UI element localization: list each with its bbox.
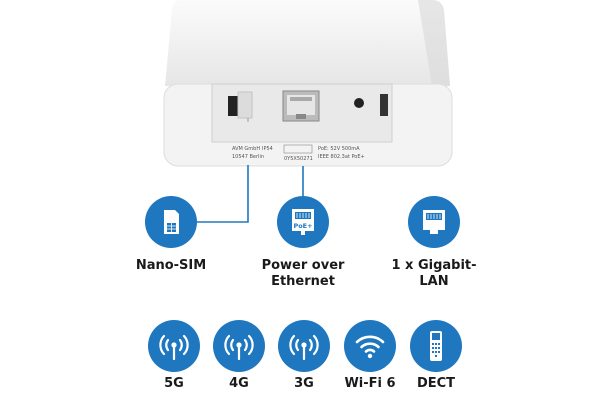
feature-label-4g: 4G [229,376,249,391]
sim-slot [228,96,238,116]
reset-button [354,98,364,108]
cordless-phone-icon [410,320,462,372]
feature-label-3g: 3G [294,376,314,391]
feature-label-dect: DECT [416,376,456,391]
sim-connector-line [193,165,249,223]
label-ieee: IEEE 802.3at PoE+ [318,154,365,160]
lan-port-icon [408,196,460,248]
poe-icon-text: PoE+ [293,222,312,230]
connector-label-lan: 1 x Gigabit- LAN [391,258,477,289]
feature-label-wifi: Wi-Fi 6 [344,376,396,391]
connector-lines [193,150,407,223]
label-poe: PoE: 52V 500mA [318,146,360,152]
antenna-icon [148,320,200,372]
poe-port-icon: PoE+ [277,196,329,248]
sim-card-icon [145,196,197,248]
label-city: 10547 Berlin [232,154,264,160]
wifi-icon [344,320,396,372]
label-serial: 0Y5X50271 [284,156,313,162]
device-illustration: AVM GmbH 10547 Berlin IP54 0Y5X50271 PoE… [163,0,453,167]
antenna-icon [278,320,330,372]
device-top-surface [165,0,450,86]
connector-label-sim: Nano-SIM [135,258,207,273]
label-company: AVM GmbH [232,146,260,152]
label-ip: IP54 [262,146,273,152]
antenna-icon [213,320,265,372]
device-side-shade [418,0,450,86]
lan-connector-line [303,150,407,198]
feature-label-5g: 5G [164,376,184,391]
connector-label-poe: Power over Ethernet [261,258,345,289]
